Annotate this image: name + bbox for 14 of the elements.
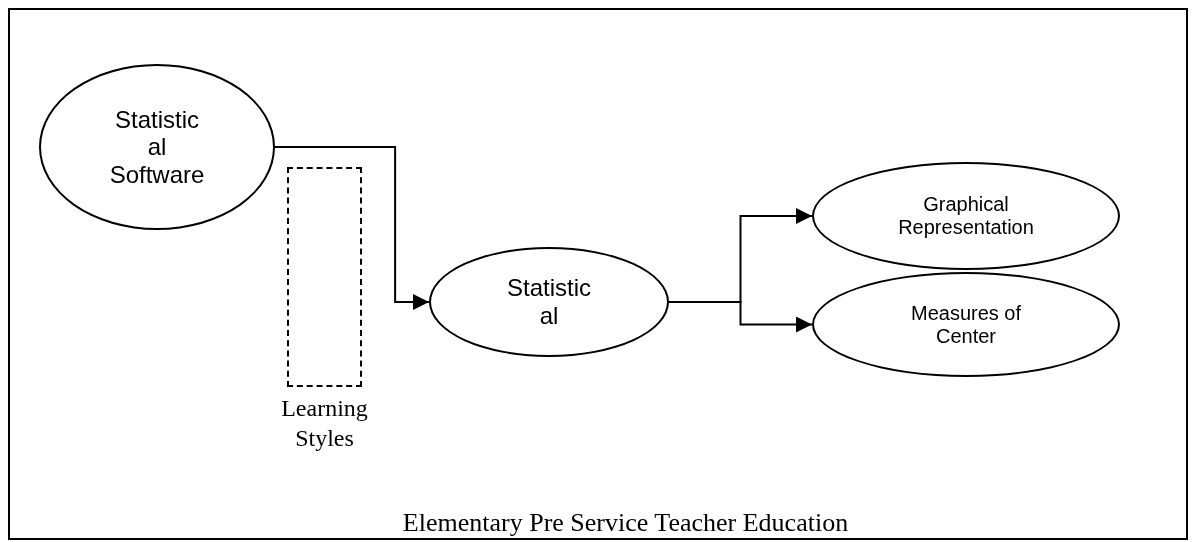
node-label: Statistic al Software (108, 105, 206, 189)
arrow (668, 301, 813, 333)
arrow (274, 146, 430, 310)
caption-text: Elementary Pre Service Teacher Education (401, 509, 850, 538)
ellipse-node (429, 247, 669, 357)
node-label: Statistic al (506, 274, 592, 330)
ellipse-node (39, 64, 275, 230)
ellipse-node (812, 272, 1120, 377)
node-label: Graphical Representation (897, 193, 1035, 239)
frame-border (8, 8, 1188, 540)
node-label: Measures of Center (909, 301, 1023, 348)
dashed-box (287, 167, 362, 387)
ellipse-node (812, 162, 1120, 270)
side-label: Learning Styles (280, 394, 369, 453)
